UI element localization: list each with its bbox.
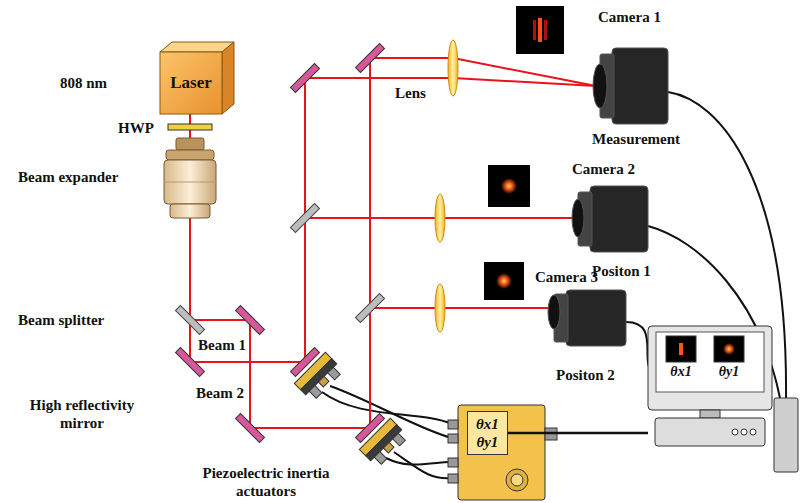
node-text: θx1 — [664, 364, 698, 380]
laser-beams — [190, 58, 596, 428]
node-text: θy1 — [476, 433, 498, 451]
part-label: HWP — [118, 119, 154, 137]
part-label: Camera 3 — [535, 268, 598, 286]
node-text: θy1 — [712, 364, 746, 380]
computer — [648, 326, 798, 472]
laser-box: Laser — [160, 52, 222, 114]
mirrors — [176, 44, 385, 443]
part-label: Beam 1 — [198, 336, 246, 354]
part-label: Positon 1 — [592, 262, 651, 280]
controller-display: θx1θy1 — [467, 411, 508, 455]
part-label: Camera 2 — [572, 160, 635, 178]
cable-connector — [508, 432, 648, 435]
part-label: High reflectivity mirror — [12, 396, 152, 432]
laser-head — [160, 42, 234, 114]
controller-housing — [448, 405, 557, 500]
part-label: Beam splitter — [18, 311, 104, 329]
part-label: Beam expander — [18, 168, 118, 186]
node-text: θx1 — [476, 415, 499, 433]
actuator-cables — [322, 386, 452, 478]
beam-expander — [164, 138, 216, 218]
part-label: Measurement — [592, 130, 680, 148]
part-label: Beam 2 — [196, 384, 244, 402]
part-label: 808 nm — [60, 74, 107, 92]
beam-splitters — [176, 204, 385, 335]
part-label: Piezoelectric inertia actuators — [188, 464, 344, 500]
part-label: Camera 1 — [598, 8, 661, 26]
camera-body — [548, 48, 668, 346]
camera-image-inset — [484, 6, 564, 300]
computer-screen: θx1 θy1 — [648, 326, 774, 446]
half-wave-plate — [168, 124, 212, 130]
node-text: Laser — [170, 73, 212, 93]
part-label: Positon 2 — [556, 366, 615, 384]
part-label: Lens — [395, 84, 426, 102]
lenses — [435, 40, 458, 332]
